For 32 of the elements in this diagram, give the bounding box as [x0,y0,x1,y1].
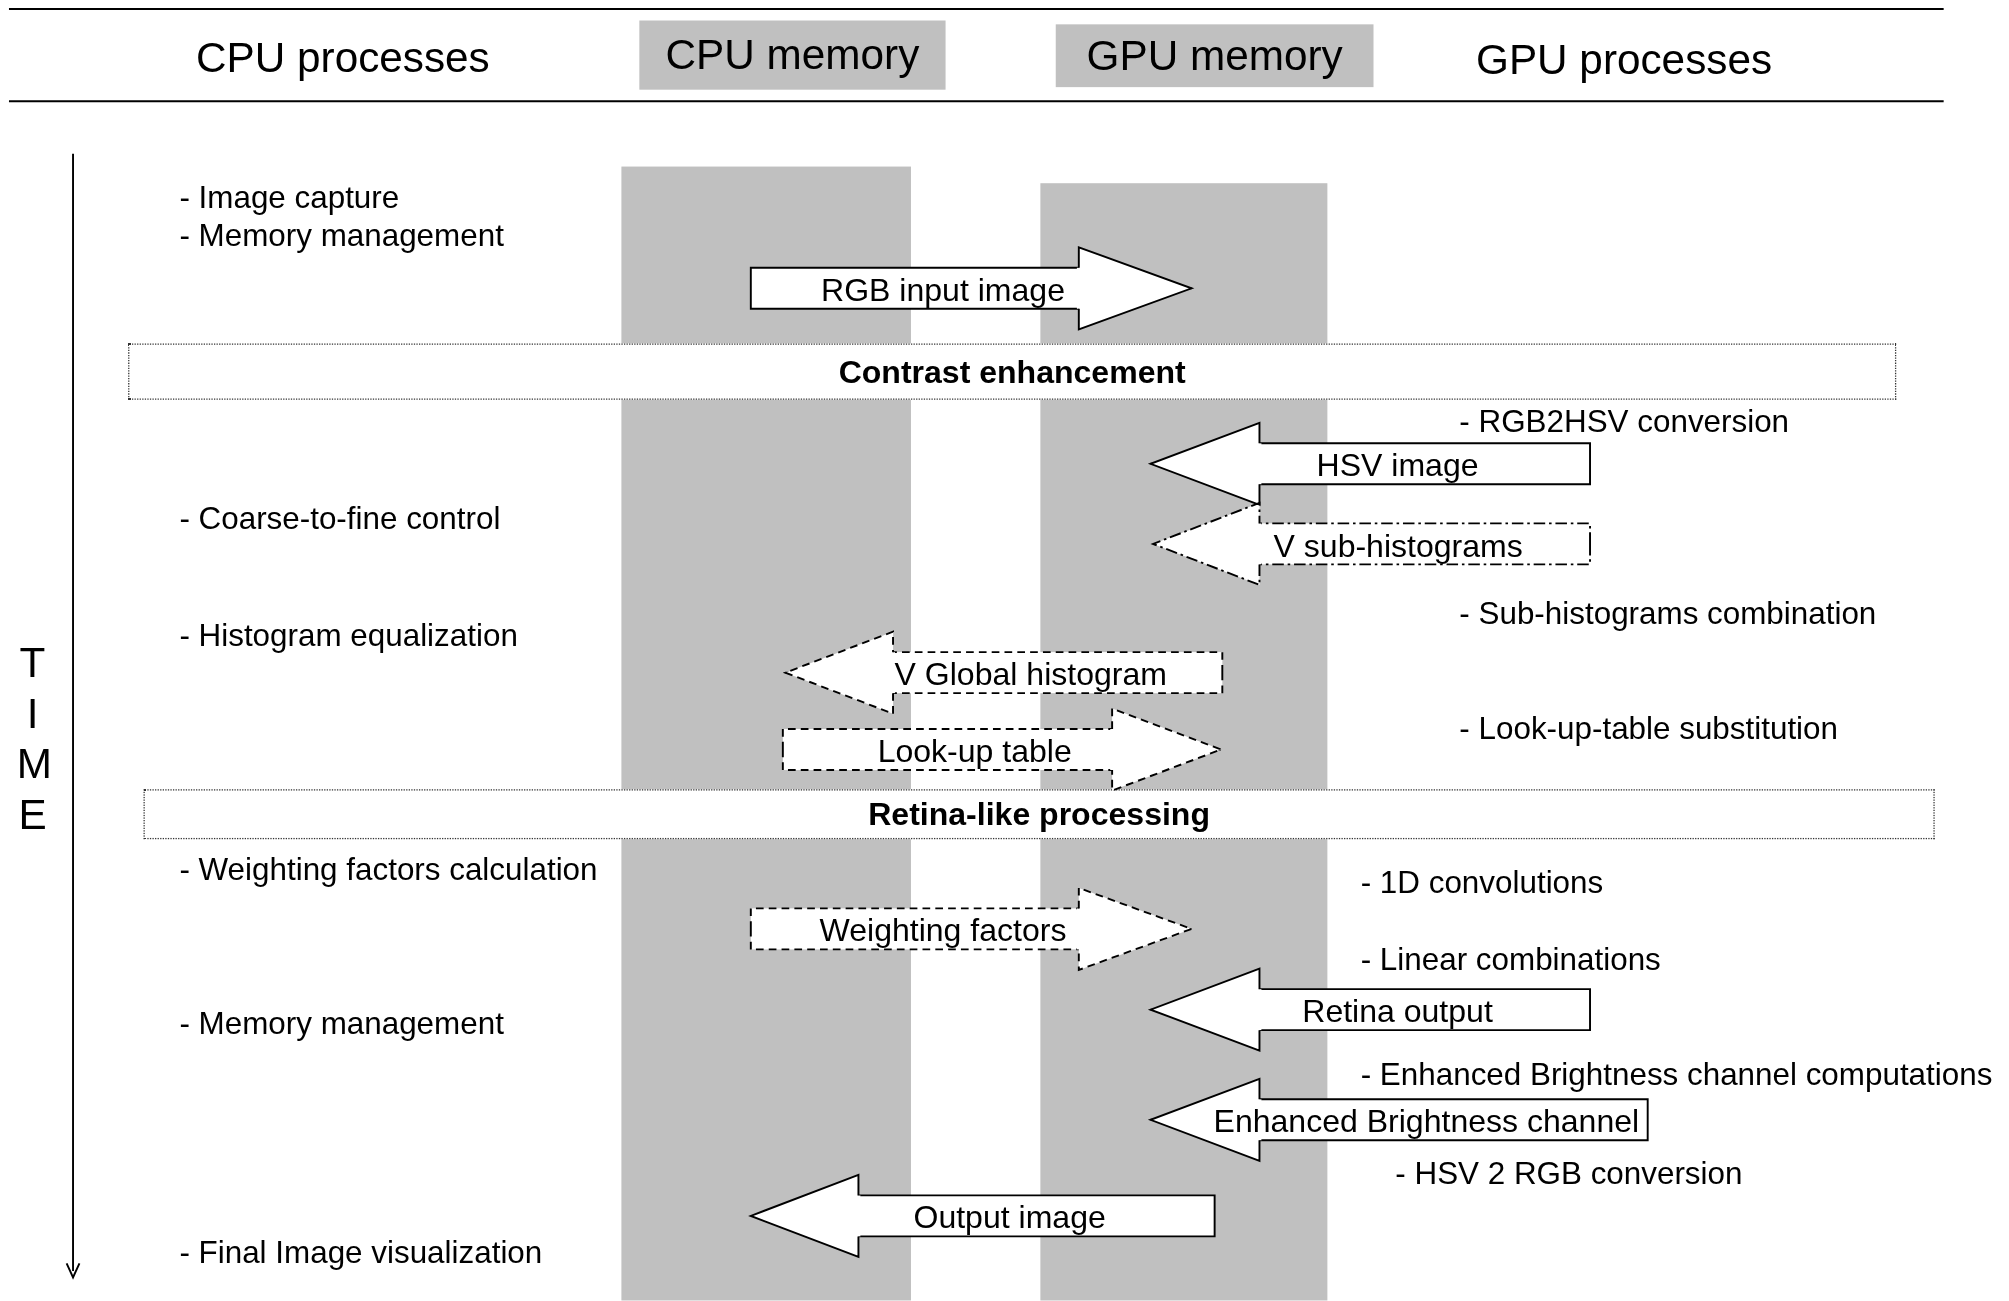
phase-title: Retina-like processing [868,795,1210,833]
edge-label: Retina output [1302,992,1493,1030]
process-step-text: - Final Image visualization [179,1234,543,1272]
edge-label: Weighting factors [819,911,1067,949]
process-step-text: - Look-up-table substitution [1459,710,1838,748]
process-step-text: - Weighting factors calculation [179,851,598,889]
edge-label: Output image [913,1198,1106,1236]
process-step-text: - Histogram equalization [179,616,518,655]
edge-label: Look-up table [877,732,1072,770]
phase-band [143,789,1935,840]
edge-label: Enhanced Brightness channel [1213,1102,1640,1140]
phase-title: Contrast enhancement [838,353,1186,391]
column-heading-box: CPU memory [639,20,946,90]
column-heading: CPU processes [196,32,490,83]
column-heading: GPU processes [1476,35,1773,86]
phase-band [128,343,1897,400]
column-heading-box: GPU memory [1055,24,1374,88]
edge-label: V Global histogram [894,655,1167,693]
process-step-text: - Linear combinations [1360,941,1661,979]
edge-label: HSV image [1316,446,1479,484]
process-step-text: - Sub-histograms combination [1459,595,1877,633]
process-step-text: - Enhanced Brightness channel computations [1360,1056,1993,1094]
edge-label: V sub-histograms [1273,526,1523,564]
process-step-text: - HSV 2 RGB conversion [1395,1155,1743,1193]
process-step-text: - RGB2HSV conversion [1459,402,1790,441]
process-step-text: - Memory management [179,217,504,255]
edge-label: RGB input image [821,271,1065,308]
process-step-text: - Image capture [179,178,400,217]
time-axis-label: TIME [16,637,59,840]
process-step-text: - 1D convolutions [1360,864,1604,902]
process-step-text: - Memory management [179,1005,504,1043]
process-step-text: - Coarse-to-fine control [179,500,501,538]
